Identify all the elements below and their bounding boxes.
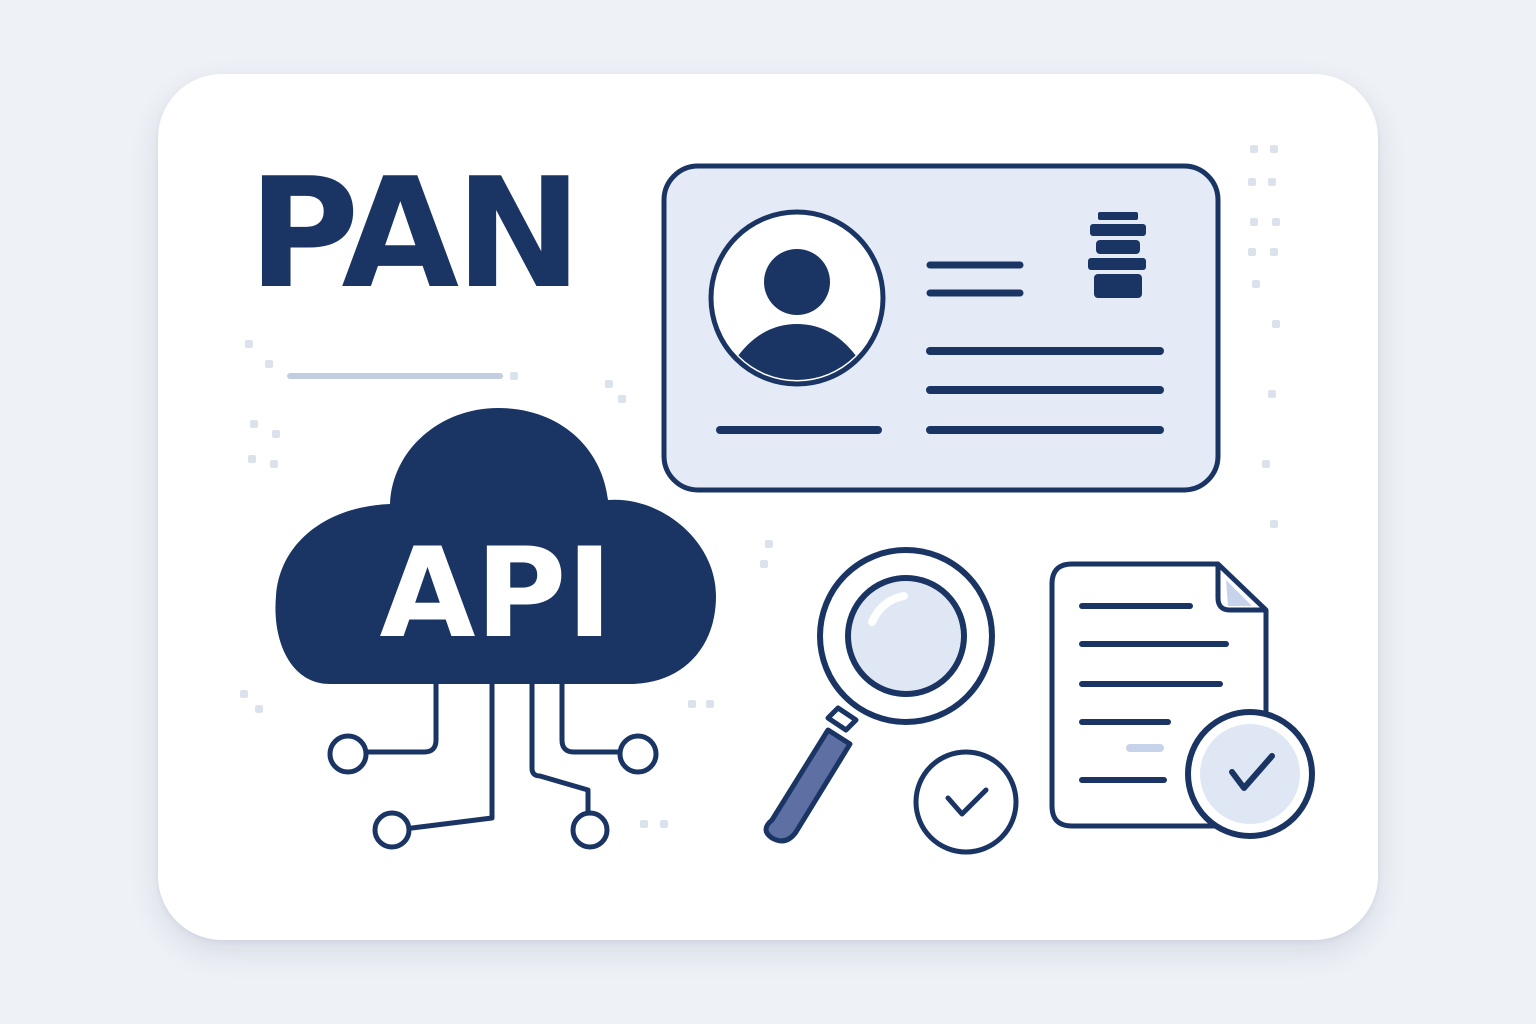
decorative-dots [240, 145, 1280, 828]
verified-check-icon [1185, 709, 1315, 839]
magnifying-glass-icon [763, 547, 995, 844]
check-circle-icon [913, 749, 1019, 855]
page-title: PAN [248, 145, 582, 322]
user-avatar-icon [708, 209, 886, 387]
cloud-icon: API [275, 408, 716, 684]
id-card-icon [661, 163, 1221, 493]
network-nodes-icon [327, 681, 659, 850]
api-label: API [380, 522, 613, 666]
emblem-icon [1088, 212, 1146, 298]
